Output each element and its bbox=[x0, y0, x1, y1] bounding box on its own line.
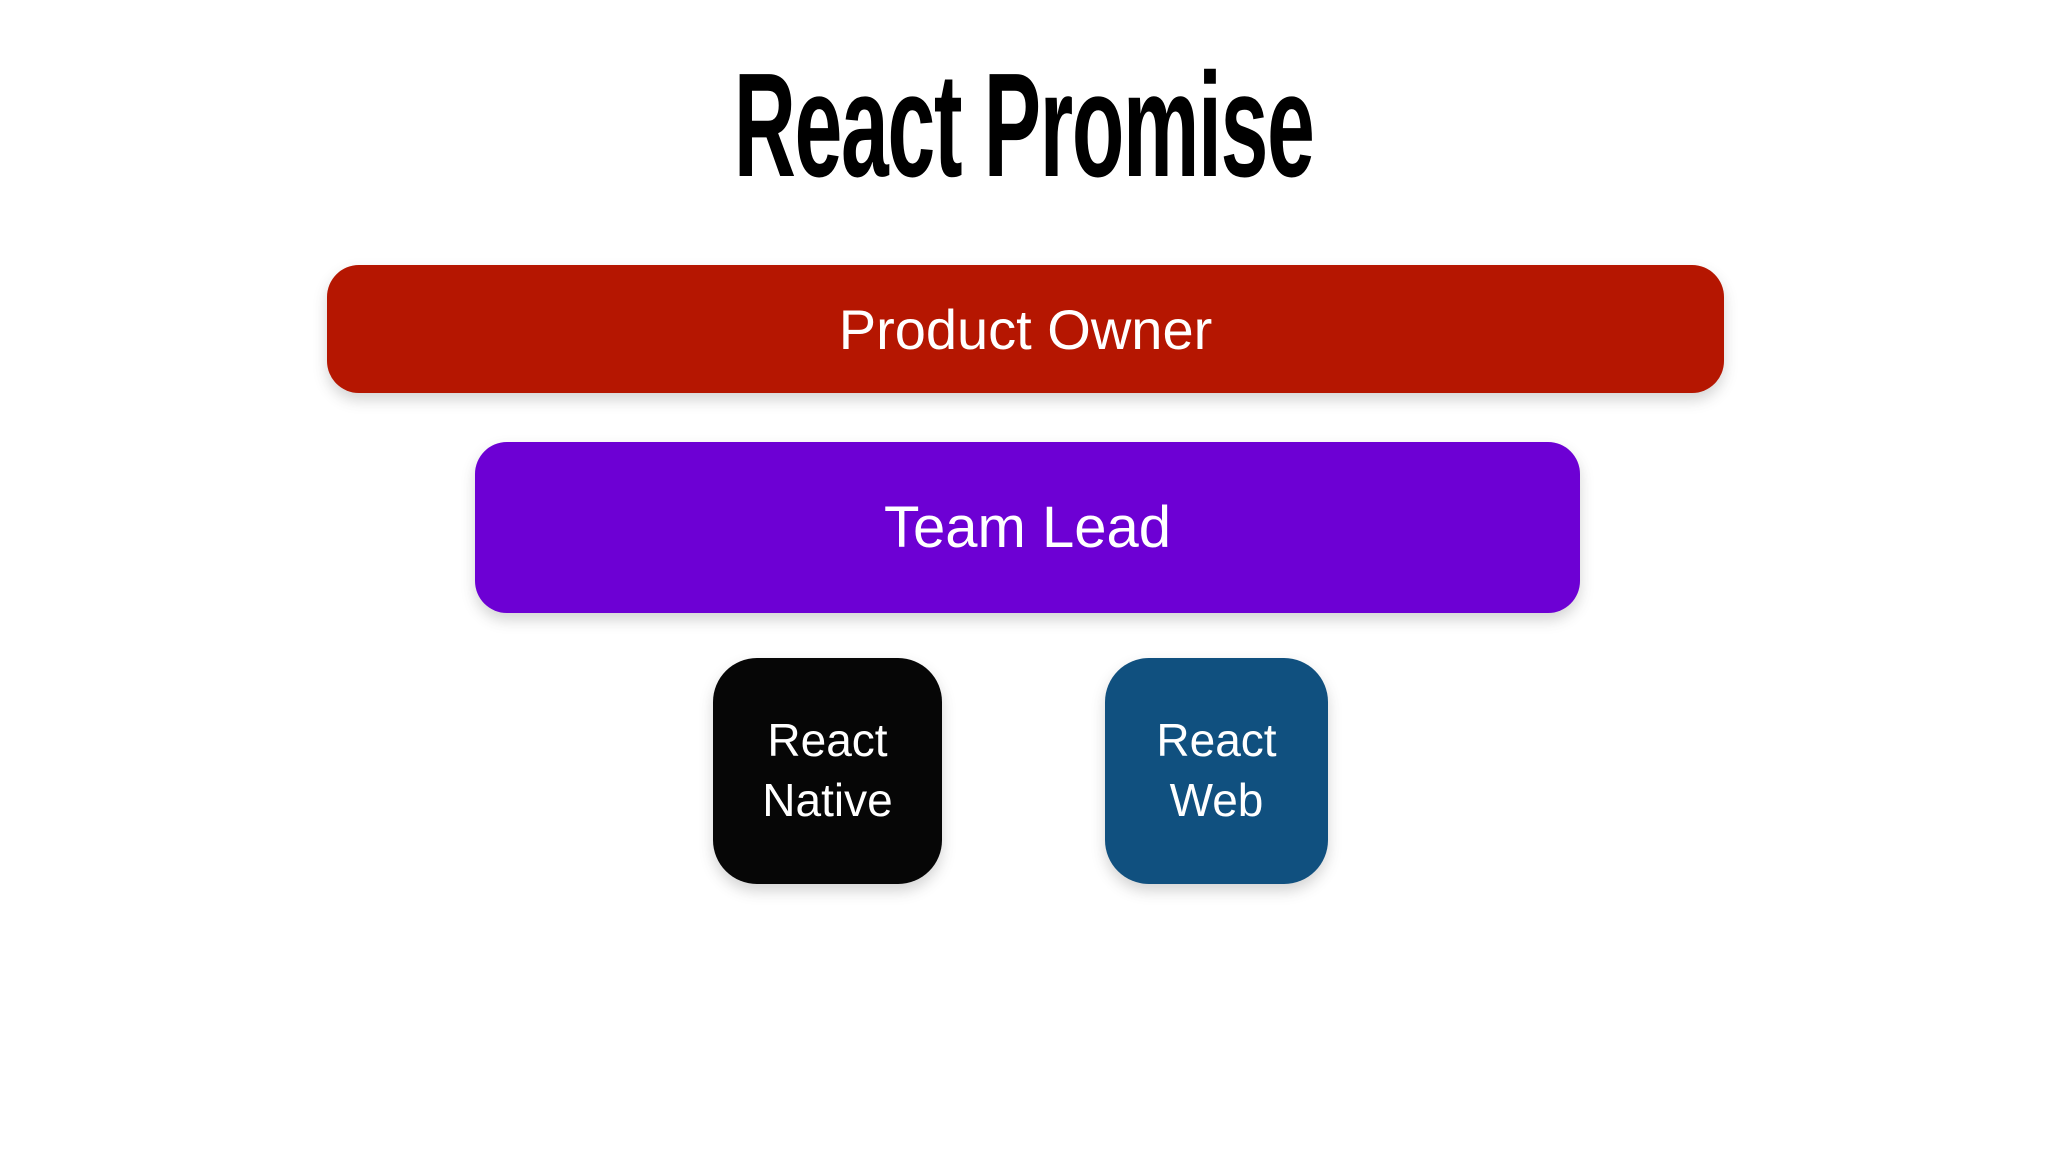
node-react-native-label: React Native bbox=[762, 714, 893, 826]
node-product-owner: Product Owner bbox=[327, 265, 1724, 393]
node-react-native: React Native bbox=[713, 658, 942, 884]
page-title-text: React Promise bbox=[734, 43, 1315, 208]
node-react-web-label: React Web bbox=[1156, 714, 1277, 826]
node-team-lead-label: Team Lead bbox=[884, 495, 1171, 560]
node-team-lead: Team Lead bbox=[475, 442, 1580, 613]
page-title: React Promise bbox=[0, 52, 2048, 200]
node-react-web: React Web bbox=[1105, 658, 1328, 884]
node-product-owner-label: Product Owner bbox=[838, 297, 1213, 361]
